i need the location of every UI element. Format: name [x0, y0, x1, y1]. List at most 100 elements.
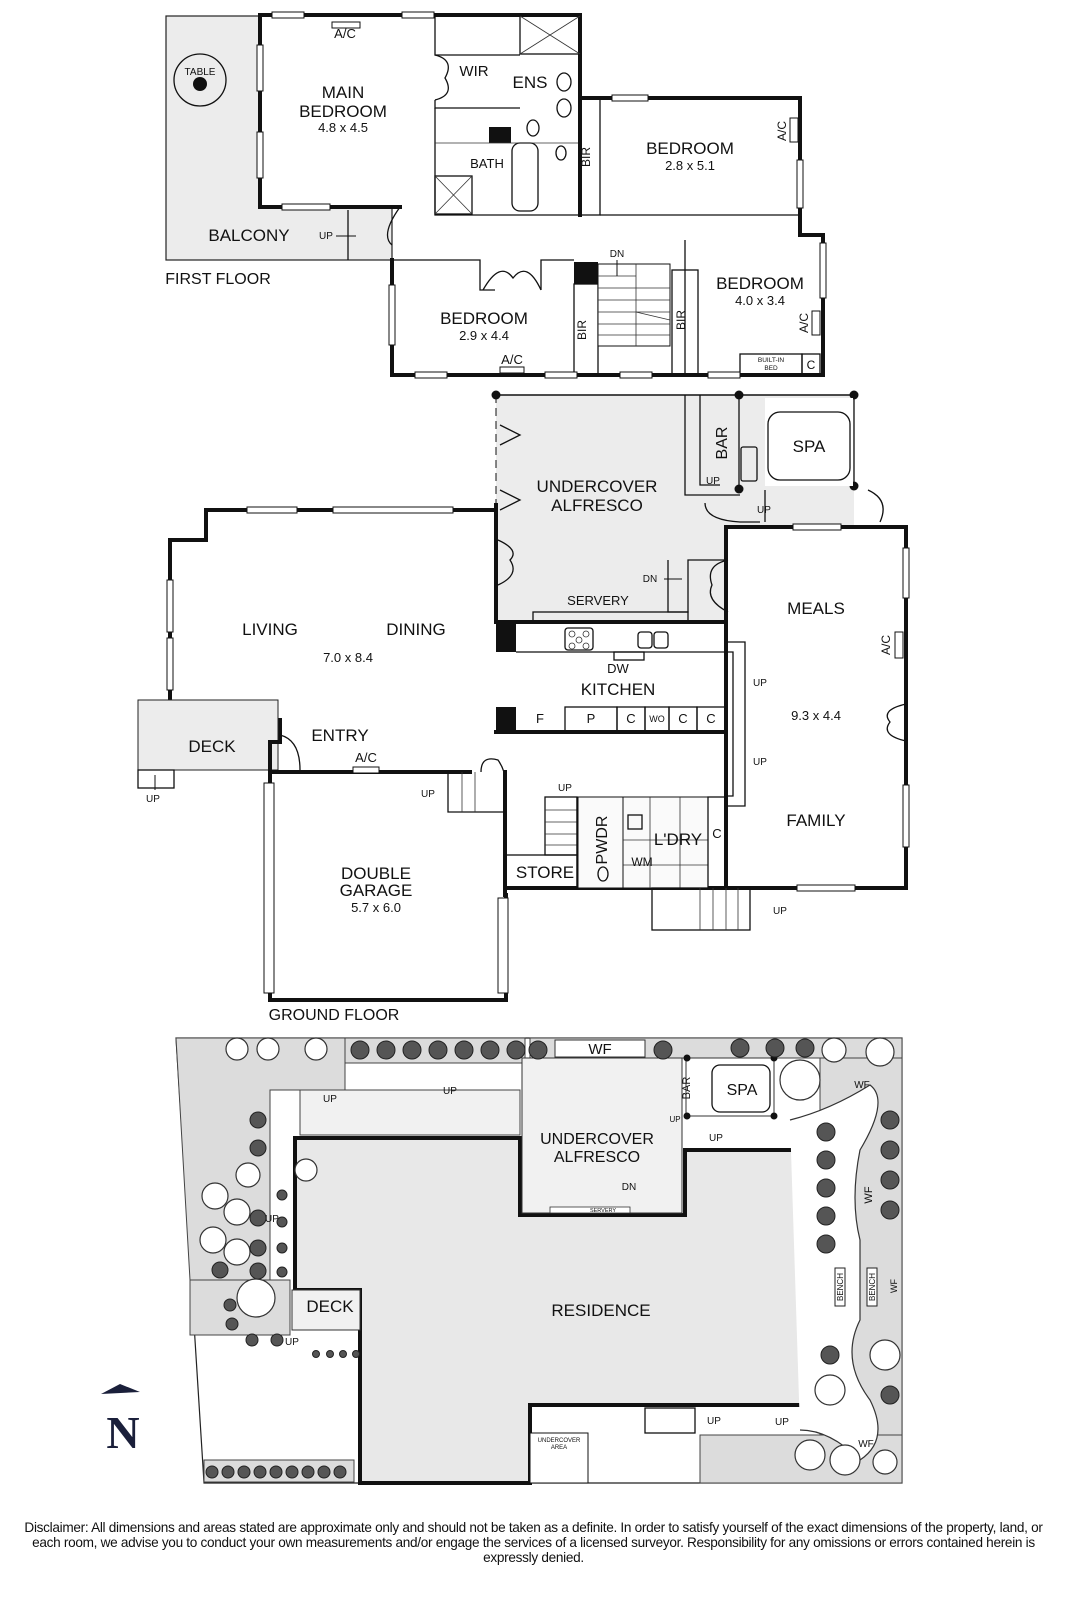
wm-label: WM	[631, 855, 652, 869]
main-bedroom-size: 4.8 x 4.5	[318, 120, 368, 135]
first-floor: TABLE A/C MAIN BEDROOM 4.8 x 4.5 WIR ENS	[165, 11, 827, 379]
pwdr-label: PWDR	[594, 816, 611, 865]
site-alfresco-label-2: ALFRESCO	[554, 1149, 640, 1166]
up-label-4: UP	[146, 794, 160, 805]
site-servery-label: SERVERY	[590, 1208, 616, 1214]
wf-label-5: WF	[858, 1439, 874, 1450]
site-dn-label: DN	[622, 1182, 636, 1193]
wf-label-1: WF	[588, 1041, 611, 1058]
ac-label-3: A/C	[797, 313, 811, 333]
main-bedroom-label-line2: BEDROOM	[299, 102, 387, 121]
alfresco-label-1: UNDERCOVER	[537, 477, 658, 496]
up-label-7: UP	[421, 789, 435, 800]
dining-label: DINING	[386, 620, 446, 639]
up-label-6: UP	[753, 757, 767, 768]
cooktop-icon	[564, 627, 594, 651]
p-label: P	[587, 711, 596, 726]
family-label: FAMILY	[786, 811, 845, 830]
garage-label-1: DOUBLE	[341, 864, 411, 883]
built-in-bed-label-1: BUILT-IN	[758, 357, 785, 364]
north-label: N	[106, 1407, 139, 1458]
laundry-label: L'DRY	[654, 830, 702, 849]
wf-label-2: WF	[854, 1080, 870, 1091]
undercover-area-label-2: AREA	[551, 1445, 567, 1451]
ac-label-4: A/C	[501, 352, 523, 367]
meals-family-size: 9.3 x 4.4	[791, 708, 841, 723]
table-label: TABLE	[185, 67, 216, 78]
ac-label: A/C	[334, 26, 356, 41]
undercover-area-label-1: UNDERCOVER	[538, 1438, 581, 1444]
bir-label-2: BIR	[575, 320, 589, 340]
built-in-bed-label-2: BED	[764, 365, 778, 372]
table-center-icon	[193, 77, 207, 91]
c-label-1: C	[807, 358, 816, 372]
site-up-label-1: UP	[669, 1115, 680, 1124]
ac-label-6: A/C	[355, 750, 377, 765]
spa-tub	[767, 411, 851, 481]
wf-label-3: WF	[863, 1186, 875, 1203]
c-label-3: C	[678, 711, 687, 726]
main-bedroom-room	[260, 15, 440, 207]
entry-label: ENTRY	[311, 726, 368, 745]
f-label: F	[536, 711, 544, 726]
dn-label-2: DN	[643, 574, 657, 585]
up-label-2: UP	[706, 476, 720, 487]
bedroom-2-label: BEDROOM	[646, 139, 734, 158]
disclaimer-text: Disclaimer: All dimensions and areas sta…	[24, 1520, 1043, 1565]
balcony-label: BALCONY	[208, 226, 289, 245]
residence-label: RESIDENCE	[551, 1301, 650, 1320]
bedroom-2-size: 2.8 x 5.1	[665, 158, 715, 173]
north-compass: N	[101, 1384, 140, 1458]
site-alfresco-label-1: UNDERCOVER	[540, 1131, 654, 1148]
ground-floor-title: GROUND FLOOR	[269, 1007, 400, 1024]
kitchen-label: KITCHEN	[581, 680, 656, 699]
trees	[199, 1037, 901, 1479]
garage-label-2: GARAGE	[340, 881, 413, 900]
deck-label: DECK	[188, 737, 236, 756]
site-up-label-6: UP	[285, 1337, 299, 1348]
wir-label: WIR	[459, 63, 488, 80]
ens-label: ENS	[513, 73, 548, 92]
dw-label: DW	[607, 661, 629, 676]
dn-label-1: DN	[610, 249, 624, 260]
ac-label-5: A/C	[879, 635, 893, 655]
alfresco-label-2: ALFRESCO	[551, 496, 643, 515]
c-label-4: C	[706, 711, 715, 726]
site-up-label-8: UP	[775, 1417, 789, 1428]
site-up-label-7: UP	[707, 1416, 721, 1427]
up-label-8: UP	[558, 783, 572, 794]
up-label-3: UP	[757, 505, 771, 516]
ac-label-2: A/C	[775, 121, 789, 141]
meals-family-wall	[724, 525, 908, 890]
bbq-icon	[740, 446, 758, 482]
site-plan: RESIDENCE WF UNDERCOVER ALFRESCO DN SERV…	[175, 1037, 903, 1485]
living-size: 7.0 x 8.4	[323, 650, 373, 665]
c-label-2: C	[626, 711, 635, 726]
main-bedroom-label-line1: MAIN	[322, 83, 365, 102]
meals-label: MEALS	[787, 599, 845, 618]
site-deck-label: DECK	[306, 1297, 354, 1316]
site-up-label-2: UP	[709, 1133, 723, 1144]
site-up-label-3: UP	[323, 1094, 337, 1105]
store-label: STORE	[516, 863, 574, 882]
wo-label: WO	[649, 714, 665, 724]
up-label-1: UP	[319, 231, 333, 242]
bedroom-4-size: 2.9 x 4.4	[459, 328, 509, 343]
living-label: LIVING	[242, 620, 298, 639]
bedroom-3-label: BEDROOM	[716, 274, 804, 293]
site-spa-label: SPA	[727, 1082, 758, 1099]
bedroom-3-size: 4.0 x 3.4	[735, 293, 785, 308]
site-up-label-5: UP	[265, 1214, 279, 1225]
site-up-label-4: UP	[443, 1086, 457, 1097]
bir-label-3: BIR	[674, 310, 688, 330]
garage-size: 5.7 x 6.0	[351, 900, 401, 915]
sink-icon	[637, 631, 653, 649]
spa-label: SPA	[793, 437, 826, 456]
up-label-9: UP	[773, 906, 787, 917]
bar-label: BAR	[714, 427, 731, 460]
site-bar-label: BAR	[681, 1077, 693, 1100]
wf-label-4: WF	[889, 1279, 899, 1293]
first-floor-title: FIRST FLOOR	[165, 271, 271, 288]
ground-floor: SPA BAR UP UP UNDERCOVER ALFRESCO DN SER…	[137, 390, 910, 1024]
